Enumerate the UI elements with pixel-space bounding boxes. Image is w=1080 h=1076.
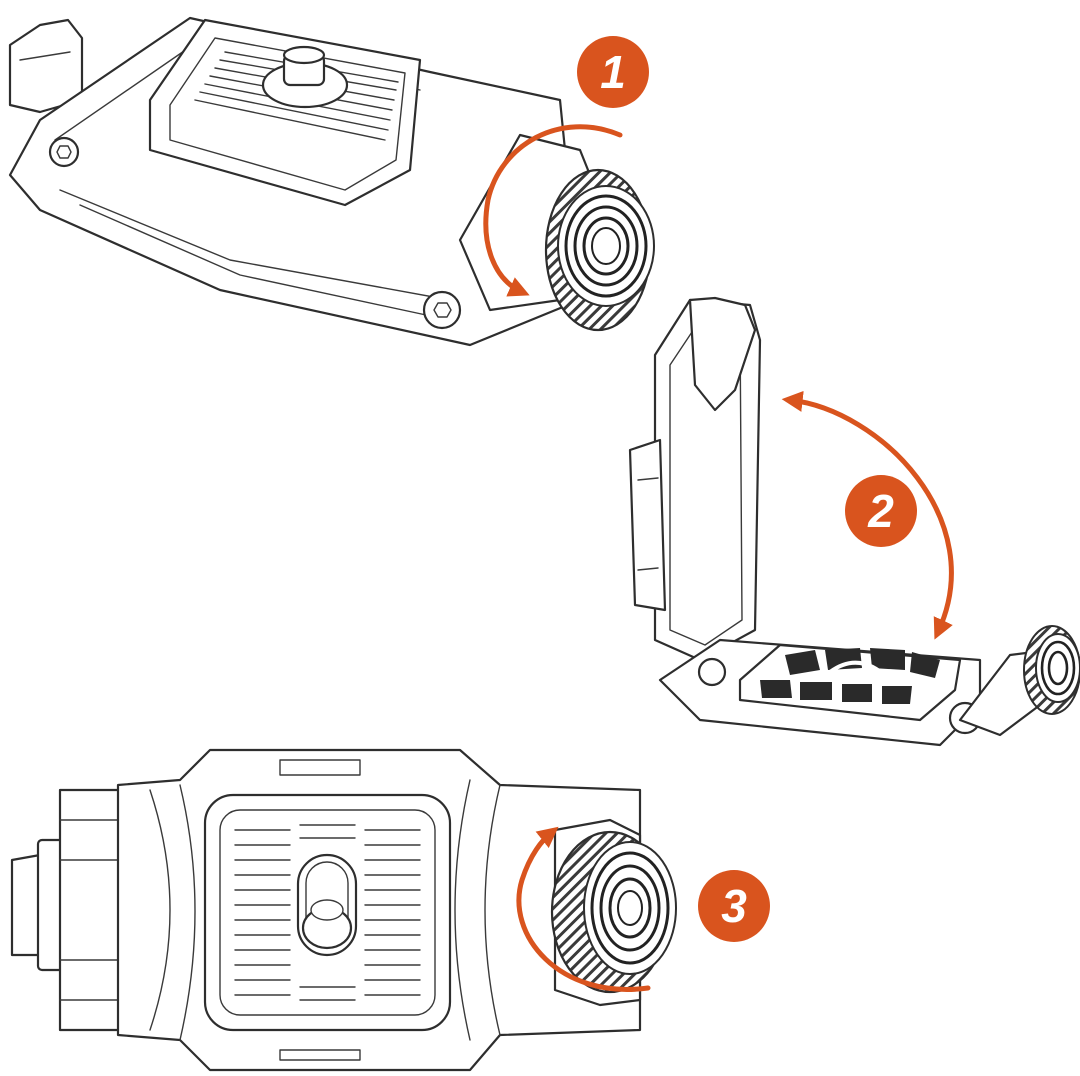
step-badge-2: 2 (845, 475, 917, 547)
step-number: 3 (721, 880, 747, 932)
step-badge-3: 3 (698, 870, 770, 942)
clamp-closed-illustration (8, 16, 655, 347)
step-number: 1 (600, 46, 626, 98)
swing-arc-arrow-icon (781, 390, 954, 640)
rotate-counterclockwise-arrow-icon (516, 826, 651, 992)
clamp-top-view-illustration (10, 748, 677, 1072)
step-number: 2 (867, 485, 894, 537)
step-badge-1: 1 (577, 36, 649, 108)
clamp-open-illustration (628, 296, 1080, 747)
rotate-clockwise-arrow-icon (483, 124, 623, 297)
